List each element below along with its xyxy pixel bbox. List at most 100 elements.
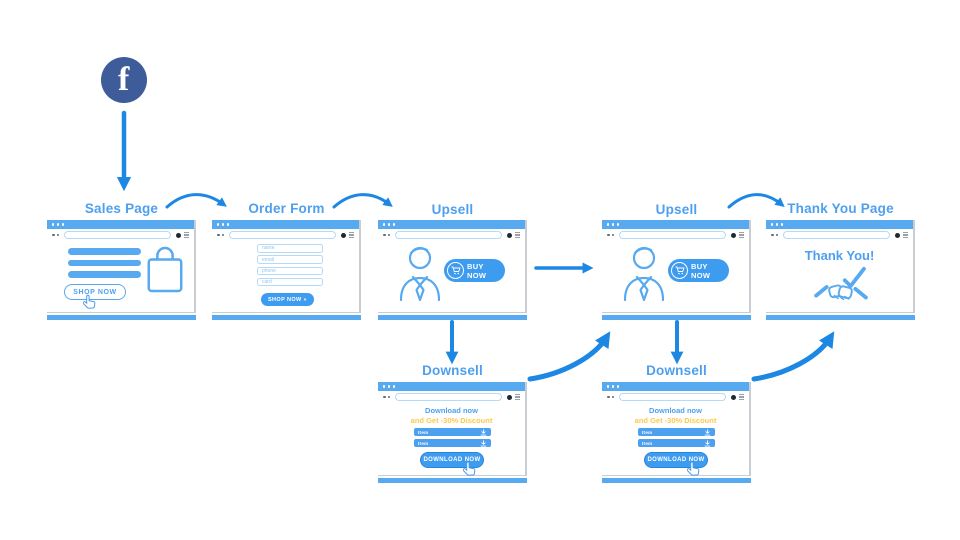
window-footer <box>212 315 361 320</box>
shopping-bag-icon <box>147 246 183 293</box>
nav-buttons-icon <box>771 233 779 237</box>
menu-icon[interactable] <box>349 232 354 238</box>
window-toolbar <box>602 229 749 241</box>
upsell-2-window: BUY NOW <box>602 220 751 320</box>
nav-buttons-icon <box>383 233 391 237</box>
window-toolbar <box>378 229 525 241</box>
label-order-form: Order Form <box>248 201 325 216</box>
window-footer <box>378 478 527 483</box>
thank-you-headline: Thank You! <box>804 248 875 263</box>
window-titlebar <box>602 382 749 391</box>
download-icon <box>704 428 711 435</box>
download-icon <box>704 439 711 446</box>
label-downsell-1: Downsell <box>422 363 483 378</box>
url-bar[interactable] <box>395 393 502 401</box>
cursor-hand-icon <box>687 461 700 476</box>
cart-icon <box>447 262 464 279</box>
download-item-row[interactable]: Item <box>414 428 491 436</box>
text-lines-placeholder <box>68 248 141 283</box>
buy-now-button[interactable]: BUY NOW <box>668 259 729 282</box>
label-upsell-1: Upsell <box>431 202 474 217</box>
order-form-window: SHOP NOW » <box>212 220 361 320</box>
window-toolbar <box>378 391 525 403</box>
download-item-row[interactable]: Item <box>638 428 715 436</box>
url-bar[interactable] <box>619 393 726 401</box>
buy-now-button[interactable]: BUY NOW <box>444 259 505 282</box>
menu-icon[interactable] <box>184 232 189 238</box>
url-bar[interactable] <box>64 231 171 239</box>
download-icon <box>480 428 487 435</box>
nav-buttons-icon <box>607 395 615 399</box>
account-icon <box>176 232 181 238</box>
phone-field[interactable] <box>257 266 323 276</box>
label-downsell-2: Downsell <box>646 363 707 378</box>
person-icon <box>399 246 441 302</box>
download-item-row[interactable]: Item <box>638 439 715 447</box>
account-icon <box>507 232 512 238</box>
account-icon <box>341 232 346 238</box>
menu-icon[interactable] <box>739 232 744 238</box>
url-bar[interactable] <box>619 231 726 239</box>
name-field[interactable] <box>257 244 323 253</box>
arrow-downsell1-to-upsell2 <box>527 331 611 382</box>
shop-now-submit-button[interactable]: SHOP NOW » <box>261 293 314 306</box>
downsell-1-window: Download now and Get -30% Discount Item … <box>378 382 527 483</box>
nav-buttons-icon <box>217 233 225 237</box>
cursor-hand-icon <box>463 461 476 476</box>
upsell-1-window: BUY NOW <box>378 220 527 320</box>
menu-icon[interactable] <box>515 232 520 238</box>
download-items: Item Item <box>638 428 715 450</box>
label-upsell-2: Upsell <box>655 202 698 217</box>
thank-you-window: Thank You! <box>766 220 915 320</box>
facebook-letter: f <box>118 61 130 98</box>
nav-buttons-icon <box>52 233 60 237</box>
menu-icon[interactable] <box>515 394 520 400</box>
downsell-discount-text: and Get -30% Discount <box>410 416 493 425</box>
downsell-headline: Download now <box>425 406 478 415</box>
sales-page-window: SHOP NOW <box>47 220 196 320</box>
account-icon <box>731 394 736 400</box>
nav-buttons-icon <box>607 233 615 237</box>
account-icon <box>731 232 736 238</box>
downsell-headline: Download now <box>649 406 702 415</box>
label-sales-page: Sales Page <box>84 201 159 216</box>
url-bar[interactable] <box>395 231 502 239</box>
arrow-downsell2-to-thankyou <box>751 331 835 382</box>
menu-icon[interactable] <box>903 232 908 238</box>
window-titlebar <box>378 220 525 229</box>
window-footer <box>47 315 196 320</box>
download-items: Item Item <box>414 428 491 450</box>
account-icon <box>895 232 900 238</box>
person-icon <box>623 246 665 302</box>
window-footer <box>602 478 751 483</box>
download-item-row[interactable]: Item <box>414 439 491 447</box>
handshake-check-icon <box>814 266 868 301</box>
order-form-fields <box>257 244 323 289</box>
menu-icon[interactable] <box>739 394 744 400</box>
window-toolbar <box>602 391 749 403</box>
cart-icon <box>671 262 688 279</box>
url-bar[interactable] <box>783 231 890 239</box>
window-titlebar <box>212 220 359 229</box>
download-icon <box>480 439 487 446</box>
window-titlebar <box>602 220 749 229</box>
window-titlebar <box>378 382 525 391</box>
nav-buttons-icon <box>383 395 391 399</box>
facebook-icon[interactable]: f <box>101 57 147 103</box>
label-thank-you-page: Thank You Page <box>787 201 894 216</box>
downsell-discount-text: and Get -30% Discount <box>634 416 717 425</box>
window-titlebar <box>47 220 194 229</box>
downsell-2-window: Download now and Get -30% Discount Item … <box>602 382 751 483</box>
window-footer <box>766 315 915 320</box>
email-field[interactable] <box>257 255 323 264</box>
window-titlebar <box>766 220 913 229</box>
shop-now-button[interactable]: SHOP NOW <box>64 284 126 300</box>
cursor-hand-icon <box>83 294 96 309</box>
url-bar[interactable] <box>229 231 336 239</box>
account-icon <box>507 394 512 400</box>
window-toolbar <box>212 229 359 241</box>
window-footer <box>602 315 751 320</box>
window-toolbar <box>47 229 194 241</box>
card-field[interactable] <box>257 277 323 287</box>
